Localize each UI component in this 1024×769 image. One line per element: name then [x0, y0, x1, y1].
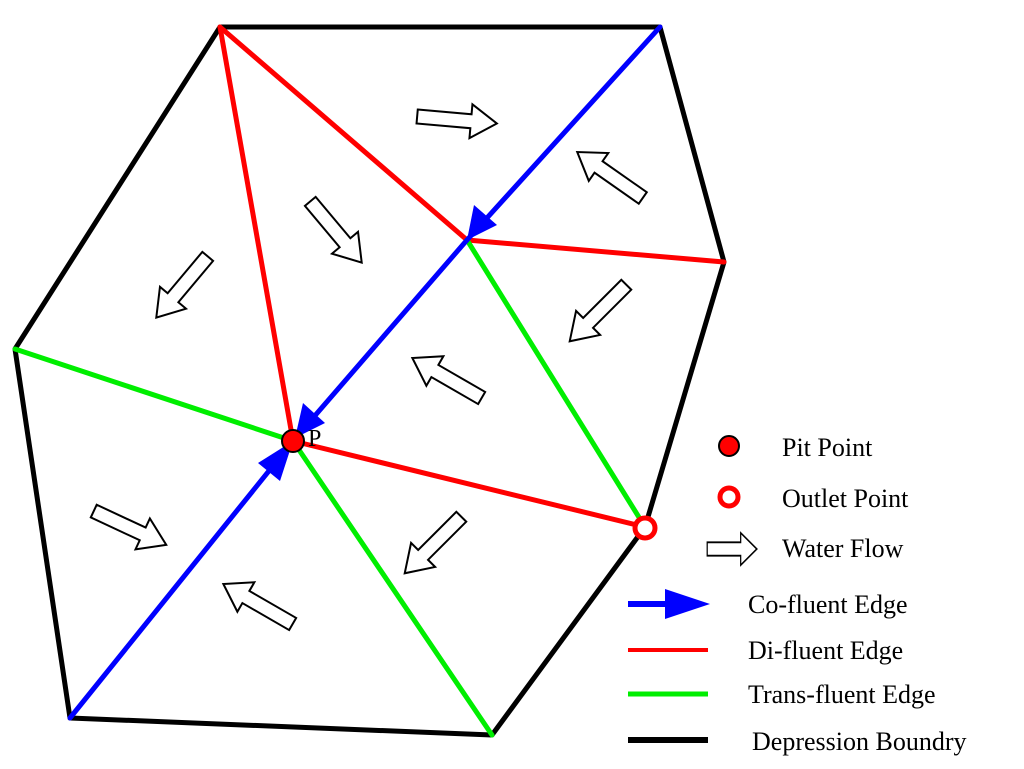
legend-pit-point-icon [718, 435, 740, 457]
trans-fluent-edges [12, 237, 648, 738]
water-flow-arrow [296, 189, 376, 275]
legend-di-fluent-label: Di-fluent Edge [748, 636, 903, 665]
co-fluent-arrowhead [258, 441, 293, 481]
legend: Pit Point Outlet Point Water Flow Co-flu… [628, 433, 966, 756]
water-flow-arrow [391, 503, 475, 587]
legend-pit-point-label: Pit Point [782, 433, 873, 462]
co-fluent-edge [290, 237, 470, 444]
legend-outlet-point-icon [717, 485, 741, 509]
di-fluent-edge [217, 24, 470, 243]
di-fluent-edge [290, 438, 648, 530]
depression-boundary [12, 24, 727, 738]
legend-co-fluent-arrowhead [665, 589, 710, 619]
water-flow-arrow [556, 271, 640, 355]
co-fluent-arrowheads [258, 205, 497, 481]
legend-water-flow-label: Water Flow [782, 534, 904, 563]
water-flow-arrow [213, 568, 303, 640]
co-fluent-arrowhead [467, 205, 497, 240]
co-fluent-edge [67, 438, 296, 721]
water-flow-arrow [85, 494, 175, 562]
di-fluent-edges [217, 24, 727, 530]
outlet-point [632, 515, 658, 541]
water-flow-arrow [402, 342, 492, 414]
co-fluent-edge [464, 24, 663, 243]
trans-fluent-edge [12, 346, 296, 444]
trans-fluent-edge [290, 438, 495, 738]
legend-trans-fluent-label: Trans-fluent Edge [748, 680, 936, 709]
legend-water-flow-icon [706, 531, 758, 567]
co-fluent-edges [67, 24, 663, 721]
di-fluent-edge [217, 24, 296, 444]
di-fluent-edge [464, 237, 727, 265]
legend-outlet-point-label: Outlet Point [782, 484, 909, 513]
water-flow-arrow [142, 244, 222, 330]
pit-label: P [308, 426, 321, 452]
legend-co-fluent-label: Co-fluent Edge [748, 590, 908, 619]
water-flow-arrow [414, 98, 500, 142]
trans-fluent-edge [464, 237, 648, 530]
legend-boundary-label: Depression Boundry [752, 727, 966, 756]
water-flow-arrow [566, 137, 654, 213]
co-fluent-arrowhead [295, 403, 325, 438]
pit-point [281, 429, 305, 453]
